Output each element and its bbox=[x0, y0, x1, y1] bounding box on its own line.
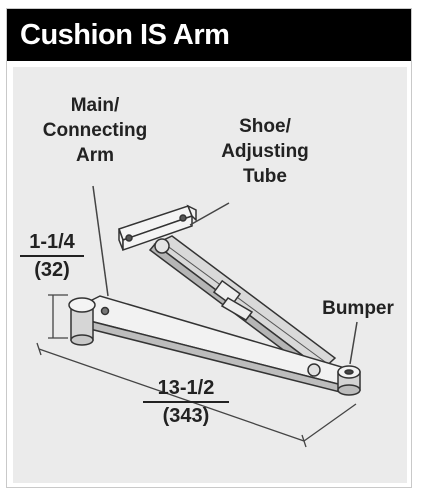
main-arm-label: Main/ Connecting Arm bbox=[30, 93, 160, 168]
bumper-label: Bumper bbox=[312, 296, 404, 321]
shoe-bracket bbox=[118, 204, 197, 252]
height-millimeters: (32) bbox=[34, 259, 70, 281]
pivot-cylinder bbox=[68, 297, 96, 346]
adjusting-tube bbox=[148, 235, 337, 378]
card-title: Cushion IS Arm bbox=[7, 9, 411, 61]
shoe-label: Shoe/ Adjusting Tube bbox=[205, 114, 325, 189]
length-dimension: 13-1/2 (343) bbox=[143, 376, 229, 428]
length-inches: 13-1/2 bbox=[157, 377, 215, 399]
main-arm-label-line2: Connecting bbox=[42, 120, 148, 141]
shoe-label-line2: Adjusting bbox=[221, 141, 309, 162]
height-fraction-bar bbox=[20, 255, 84, 257]
shoe-label-line1: Shoe/ bbox=[239, 116, 291, 137]
length-fraction-bar bbox=[143, 401, 229, 403]
shoe-label-line3: Tube bbox=[243, 166, 287, 187]
bumper-part bbox=[337, 365, 361, 396]
height-inches: 1-1/4 bbox=[29, 231, 75, 253]
dimension-lines bbox=[36, 294, 357, 448]
length-millimeters: (343) bbox=[162, 405, 210, 427]
main-arm-label-line3: Arm bbox=[75, 145, 114, 166]
bumper-label-text: Bumper bbox=[322, 298, 394, 319]
leader-lines bbox=[92, 185, 358, 365]
height-dimension: 1-1/4 (32) bbox=[20, 230, 84, 282]
main-arm-label-line1: Main/ bbox=[70, 95, 120, 116]
